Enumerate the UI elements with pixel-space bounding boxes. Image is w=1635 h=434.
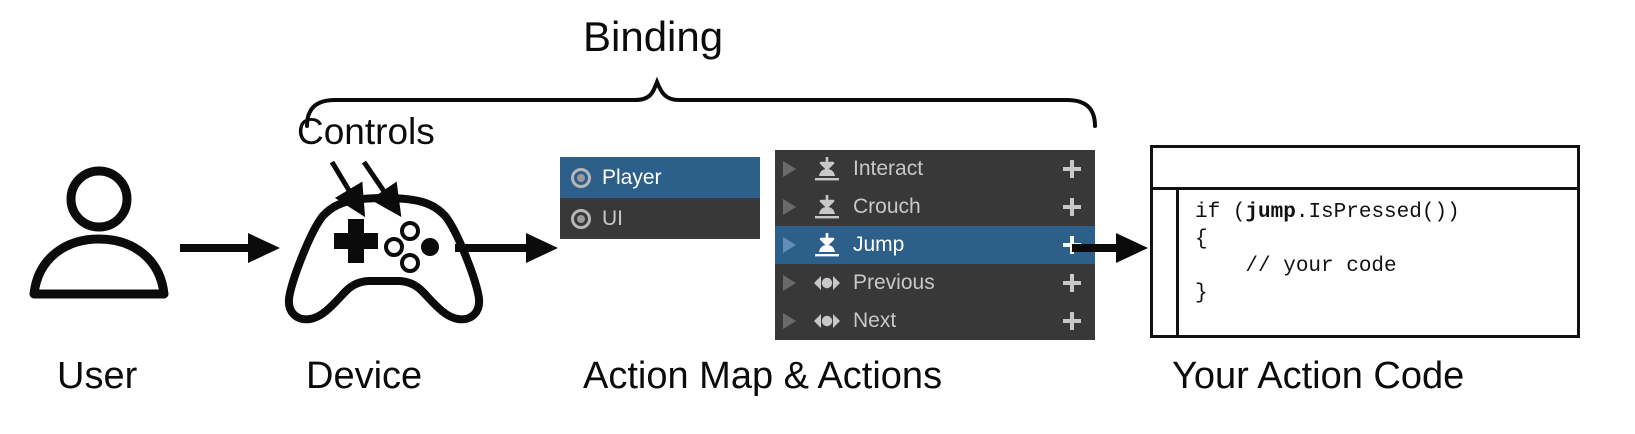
code-window-body: if (jump.IsPressed()) { // your code } [1153,190,1577,335]
radio-unselected-icon [571,208,591,229]
action-map-panel[interactable]: Player UI [560,157,760,239]
stage-label-action-map-actions: Action Map & Actions [583,355,943,397]
action-row-crouch[interactable]: Crouch [775,188,1095,226]
action-map-row-ui[interactable]: UI [560,198,760,239]
triangle-right-icon[interactable] [783,275,796,291]
button-action-icon [815,157,839,181]
code-line-1-post: .IsPressed()) [1295,201,1460,224]
controls-arrow-pointers-icon [329,160,402,218]
stage-label-your-action-code: Your Action Code [1172,355,1465,397]
code-line-2: { [1195,228,1208,251]
button-action-icon [815,195,839,219]
triangle-right-icon[interactable] [783,199,796,215]
button-action-icon [815,233,839,257]
code-window-titlebar [1153,148,1577,190]
action-label: Jump [853,233,905,256]
binding-label: Binding [583,13,724,60]
user-avatar-icon [29,166,169,299]
action-row-previous[interactable]: Previous [775,264,1095,302]
add-binding-button[interactable] [1063,160,1081,178]
add-binding-button[interactable] [1063,198,1081,216]
action-map-label: UI [602,206,623,230]
action-map-label: Player [602,165,662,189]
action-label: Previous [853,271,935,294]
code-line-1-pre: if ( [1195,201,1246,224]
binding-brace-icon [305,76,1097,128]
action-label: Interact [853,157,924,180]
add-binding-button[interactable] [1063,312,1081,330]
action-map-row-player[interactable]: Player [560,157,760,198]
stage-label-user: User [57,355,138,397]
code-gutter [1153,190,1179,335]
gamepad-icon [284,194,484,324]
action-row-jump[interactable]: Jump [775,226,1095,264]
code-line-1-bold: jump [1245,201,1296,224]
code-line-4: } [1195,282,1208,305]
actions-panel[interactable]: Interact Crouch Jump [775,150,1095,340]
axis-1d-action-icon [814,314,840,328]
controls-label: Controls [297,111,435,152]
triangle-right-icon[interactable] [783,237,796,253]
radio-selected-icon [571,167,591,188]
action-row-next[interactable]: Next [775,302,1095,340]
action-label: Next [853,309,897,332]
arrow-device-to-actions-icon [455,233,558,263]
arrow-user-to-device-icon [180,233,280,263]
triangle-right-icon[interactable] [783,161,796,177]
axis-1d-action-icon [814,276,840,290]
add-binding-button[interactable] [1063,274,1081,292]
code-window: if (jump.IsPressed()) { // your code } [1150,145,1580,338]
action-row-interact[interactable]: Interact [775,150,1095,188]
code-line-3: // your code [1195,255,1397,278]
stage-label-device: Device [306,355,423,397]
triangle-right-icon[interactable] [783,313,796,329]
code-text[interactable]: if (jump.IsPressed()) { // your code } [1179,190,1577,335]
action-label: Crouch [853,195,921,218]
arrow-actions-to-code-icon [1072,233,1148,263]
